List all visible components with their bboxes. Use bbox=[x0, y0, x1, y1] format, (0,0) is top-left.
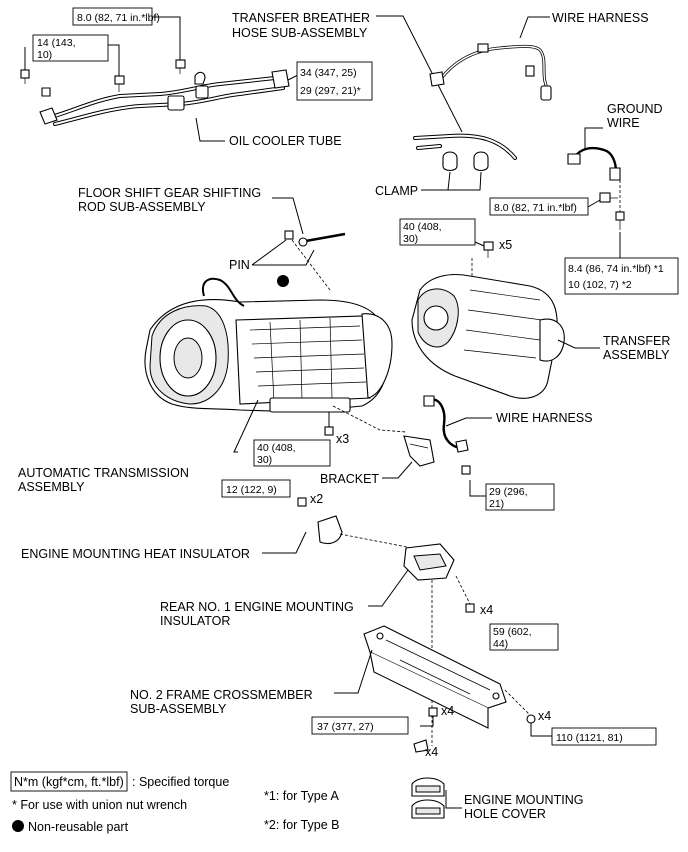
oil-cooler-tube-drawing bbox=[39, 69, 290, 126]
torque-box-40-top bbox=[399, 218, 476, 246]
torque-box-110 bbox=[551, 727, 657, 746]
torque-box-59 bbox=[489, 623, 559, 651]
torque-29-bracket-line1: 29 (296, bbox=[489, 486, 528, 498]
legend-unit-box bbox=[10, 771, 128, 792]
ground-wire-drawing bbox=[567, 127, 625, 258]
torque-40-top-line1: 40 (408, bbox=[403, 221, 442, 233]
torque-box-34-29 bbox=[296, 61, 373, 101]
qty-x4-crossmember-bolt: x4 bbox=[441, 704, 454, 718]
wire-harness-top-drawing bbox=[429, 16, 552, 101]
legend-unit-text: N*m (kgf*cm, ft.*lbf) bbox=[14, 775, 124, 789]
legend-unit-desc: : Specified torque bbox=[132, 775, 229, 789]
legend-type-a: *1: for Type A bbox=[264, 789, 339, 803]
torque-box-29-bracket bbox=[485, 483, 555, 511]
label-transfer-line1: TRANSFER bbox=[603, 334, 670, 348]
torque-59-line1: 59 (602, bbox=[493, 626, 532, 638]
torque-40-mid-line1: 40 (408, bbox=[257, 442, 296, 454]
qty-x3: x3 bbox=[336, 432, 349, 446]
torque-box-12 bbox=[221, 479, 291, 498]
floor-shift-rod-drawing bbox=[251, 197, 346, 291]
torque-40-mid-line2: 30) bbox=[257, 454, 272, 466]
torque-14-line2: 10) bbox=[37, 49, 52, 61]
torque-29-bracket-line2: 21) bbox=[489, 498, 504, 510]
label-rear-mount-line2: INSULATOR bbox=[160, 614, 230, 628]
label-ground-line1: GROUND bbox=[607, 102, 663, 116]
label-wire-harness-mid: WIRE HARNESS bbox=[496, 411, 593, 425]
label-breather-line2: HOSE SUB-ASSEMBLY bbox=[232, 26, 368, 40]
non-reusable-marker bbox=[277, 275, 289, 287]
label-crossmember-line1: NO. 2 FRAME CROSSMEMBER bbox=[130, 688, 313, 702]
legend-union-note: * For use with union nut wrench bbox=[12, 798, 187, 812]
label-oil-cooler-tube: OIL COOLER TUBE bbox=[229, 134, 342, 148]
torque-box-37 bbox=[311, 716, 409, 735]
breather-hose-drawing bbox=[376, 15, 517, 191]
label-clamp: CLAMP bbox=[375, 184, 418, 198]
crossmember-drawing bbox=[334, 625, 552, 753]
label-hole-cover-line1: ENGINE MOUNTING bbox=[464, 793, 583, 807]
hole-cover-drawing bbox=[411, 777, 462, 819]
torque-box-8-4-10 bbox=[564, 257, 679, 295]
oil-cooler-leaders bbox=[24, 16, 299, 142]
torque-box-14 bbox=[32, 34, 109, 62]
torque-box-8-0-mid bbox=[489, 197, 589, 216]
label-wire-harness-top: WIRE HARNESS bbox=[552, 11, 649, 25]
label-ground-line2: WIRE bbox=[607, 116, 640, 130]
transfer-assembly-drawing bbox=[411, 241, 600, 399]
qty-x4-rear-mount: x4 bbox=[480, 603, 493, 617]
label-floor-shift-line1: FLOOR SHIFT GEAR SHIFTING bbox=[78, 186, 261, 200]
torque-8-0-top: 8.0 (82, 71 in.*lbf) bbox=[77, 12, 160, 24]
heat-insulator-drawing bbox=[262, 497, 417, 565]
torque-12: 12 (122, 9) bbox=[226, 484, 277, 496]
oil-cooler-bolts bbox=[20, 59, 206, 97]
torque-box-40-mid bbox=[253, 439, 331, 467]
label-hole-cover-line2: HOLE COVER bbox=[464, 807, 546, 821]
qty-x2: x2 bbox=[310, 492, 323, 506]
torque-40-top-line2: 30) bbox=[403, 233, 418, 245]
label-auto-trans-line2: ASSEMBLY bbox=[18, 480, 85, 494]
qty-x4-nut: x4 bbox=[538, 709, 551, 723]
label-floor-shift-line2: ROD SUB-ASSEMBLY bbox=[78, 200, 206, 214]
legend-type-b: *2: for Type B bbox=[264, 818, 340, 832]
wire-harness-mid-drawing bbox=[423, 395, 492, 497]
torque-34: 34 (347, 25) bbox=[300, 67, 357, 79]
torque-59-line2: 44) bbox=[493, 638, 508, 650]
label-breather-line1: TRANSFER BREATHER bbox=[232, 11, 370, 25]
torque-box-8-0-top bbox=[72, 7, 153, 26]
label-bracket: BRACKET bbox=[320, 472, 379, 486]
torque-8-4: 8.4 (86, 74 in.*lbf) *1 bbox=[568, 263, 664, 275]
label-crossmember-line2: SUB-ASSEMBLY bbox=[130, 702, 227, 716]
label-rear-mount-line1: REAR NO. 1 ENGINE MOUNTING bbox=[160, 600, 354, 614]
torque-8-0-mid: 8.0 (82, 71 in.*lbf) bbox=[494, 202, 577, 214]
torque-10: 10 (102, 7) *2 bbox=[568, 279, 632, 291]
torque-110: 110 (1121, 81) bbox=[556, 732, 623, 744]
qty-x5: x5 bbox=[499, 238, 512, 252]
label-auto-trans-line1: AUTOMATIC TRANSMISSION bbox=[18, 466, 189, 480]
torque-14-line1: 14 (143, bbox=[37, 37, 76, 49]
automatic-transmission-drawing bbox=[144, 277, 407, 453]
legend-non-reusable-text: Non-reusable part bbox=[28, 820, 129, 834]
label-pin: PIN bbox=[229, 258, 250, 272]
torque-37: 37 (377, 27) bbox=[317, 721, 374, 733]
qty-x4-lower-bolt: x4 bbox=[425, 745, 438, 759]
label-transfer-line2: ASSEMBLY bbox=[603, 348, 670, 362]
torque-29-union: 29 (297, 21)* bbox=[300, 85, 361, 97]
label-heat-insulator: ENGINE MOUNTING HEAT INSULATOR bbox=[21, 547, 250, 561]
bracket-drawing bbox=[382, 435, 435, 479]
legend-non-reusable-dot bbox=[12, 820, 24, 832]
